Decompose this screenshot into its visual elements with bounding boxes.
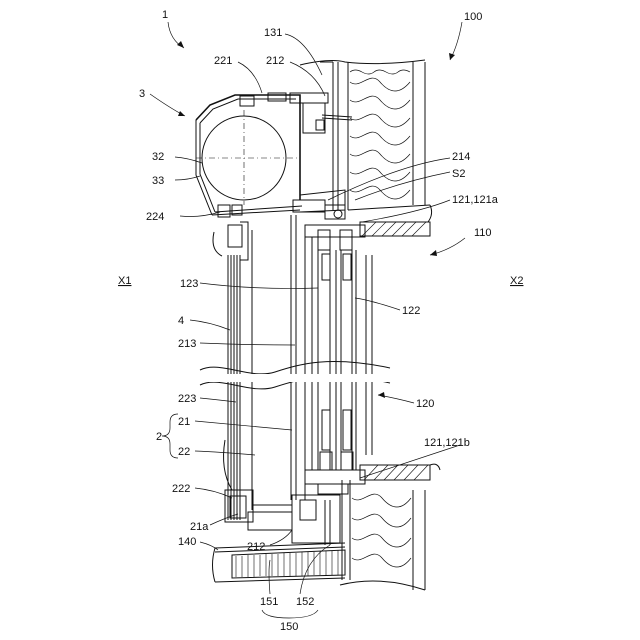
label-X1: X1 (118, 275, 131, 287)
label-S2: S2 (452, 168, 465, 180)
label-4: 4 (178, 315, 184, 327)
label-21a: 21a (190, 521, 209, 533)
label-21: 21 (178, 416, 190, 428)
label-110: 110 (474, 227, 492, 239)
label-100: 100 (464, 11, 482, 23)
label-221: 221 (214, 55, 232, 67)
label-131: 131 (264, 27, 282, 39)
shutter-box (196, 93, 352, 260)
label-120: 120 (416, 398, 434, 410)
label-223: 223 (178, 393, 196, 405)
label-2: 2 (156, 431, 162, 443)
label-151: 151 (260, 596, 278, 608)
label-150: 150 (280, 621, 298, 633)
label-X2: X2 (510, 275, 523, 287)
label-1: 1 (162, 9, 168, 21)
label-212-bottom: 212 (247, 541, 265, 553)
label-140: 140 (178, 536, 196, 548)
label-22: 22 (178, 446, 190, 458)
window-sash-unit (305, 225, 372, 494)
label-122: 122 (402, 305, 420, 317)
building-wall (300, 60, 440, 590)
label-121-121b: 121,121b (424, 437, 470, 449)
floor-section (213, 543, 346, 582)
label-222: 222 (172, 483, 190, 495)
label-33: 33 (152, 175, 164, 187)
label-123: 123 (180, 278, 198, 290)
label-213: 213 (178, 338, 196, 350)
label-152: 152 (296, 596, 314, 608)
label-3: 3 (139, 88, 145, 100)
label-214: 214 (452, 151, 470, 163)
label-224: 224 (146, 211, 164, 223)
label-121-121a: 121,121a (452, 194, 499, 206)
label-212-top: 212 (266, 55, 284, 67)
label-32: 32 (152, 151, 164, 163)
